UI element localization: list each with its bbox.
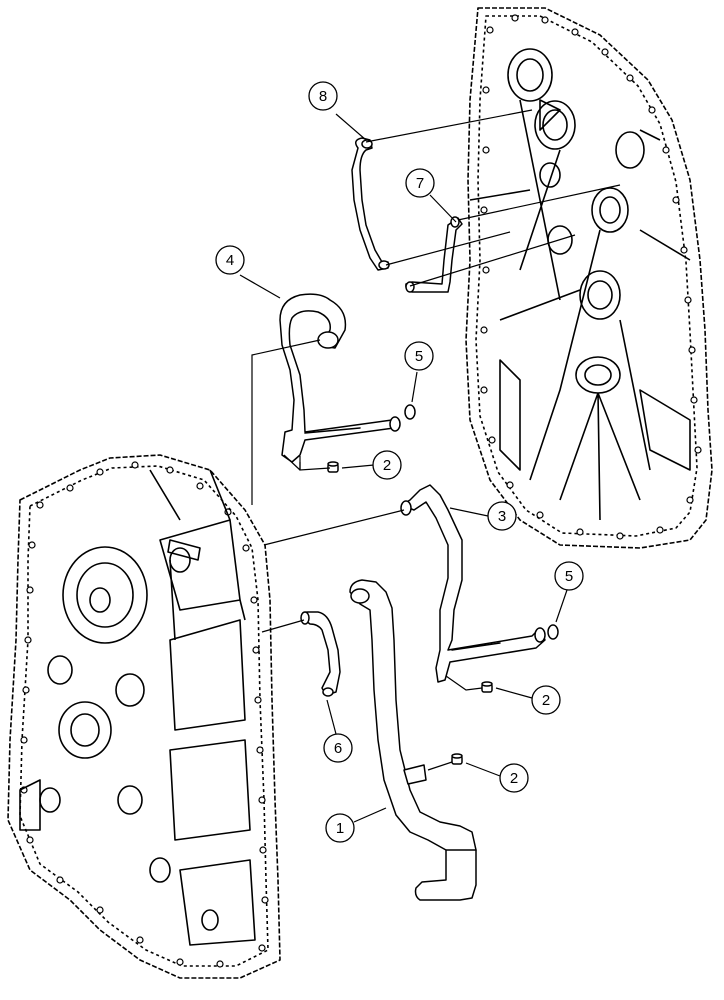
callout-3-label: 3 [498,508,506,525]
right-housing [465,7,713,549]
o-ring-5-upper [404,404,416,420]
callout-8-label: 8 [319,88,327,105]
callout-7-label: 7 [416,175,424,192]
callout-2-lower: 2 [499,763,529,793]
callout-7: 7 [405,168,435,198]
callout-3: 3 [487,501,517,531]
tubes [279,137,559,901]
callout-8: 8 [308,81,338,111]
callout-2-upper: 2 [372,450,402,480]
callout-2-upper-label: 2 [383,457,391,474]
screw-2-middle [481,681,493,693]
leader-lines [239,109,621,823]
callout-5-upper-label: 5 [415,348,423,365]
callout-2-middle-label: 2 [542,692,550,709]
tube-1 [349,579,477,901]
tube-4 [279,293,401,463]
callout-2-middle: 2 [531,685,561,715]
callouts: 8 7 4 5 2 3 5 2 [215,81,584,843]
callout-4-label: 4 [226,252,234,269]
callout-1-label: 1 [336,820,344,837]
screw-2-upper [327,461,339,473]
callout-2-lower-label: 2 [510,770,518,787]
callout-5-lower: 5 [554,561,584,591]
tube-8 [351,137,390,271]
callout-5-upper: 5 [404,341,434,371]
callout-1: 1 [325,813,355,843]
callout-5-lower-label: 5 [565,568,573,585]
callout-6-label: 6 [334,740,342,757]
callout-4: 4 [215,245,245,275]
o-ring-5-lower [547,624,559,640]
tube-3 [400,484,546,683]
screw-2-lower [451,753,463,765]
callout-6: 6 [323,733,353,763]
tube-7 [405,216,463,293]
left-housing [7,454,281,979]
tube-6 [300,611,341,697]
